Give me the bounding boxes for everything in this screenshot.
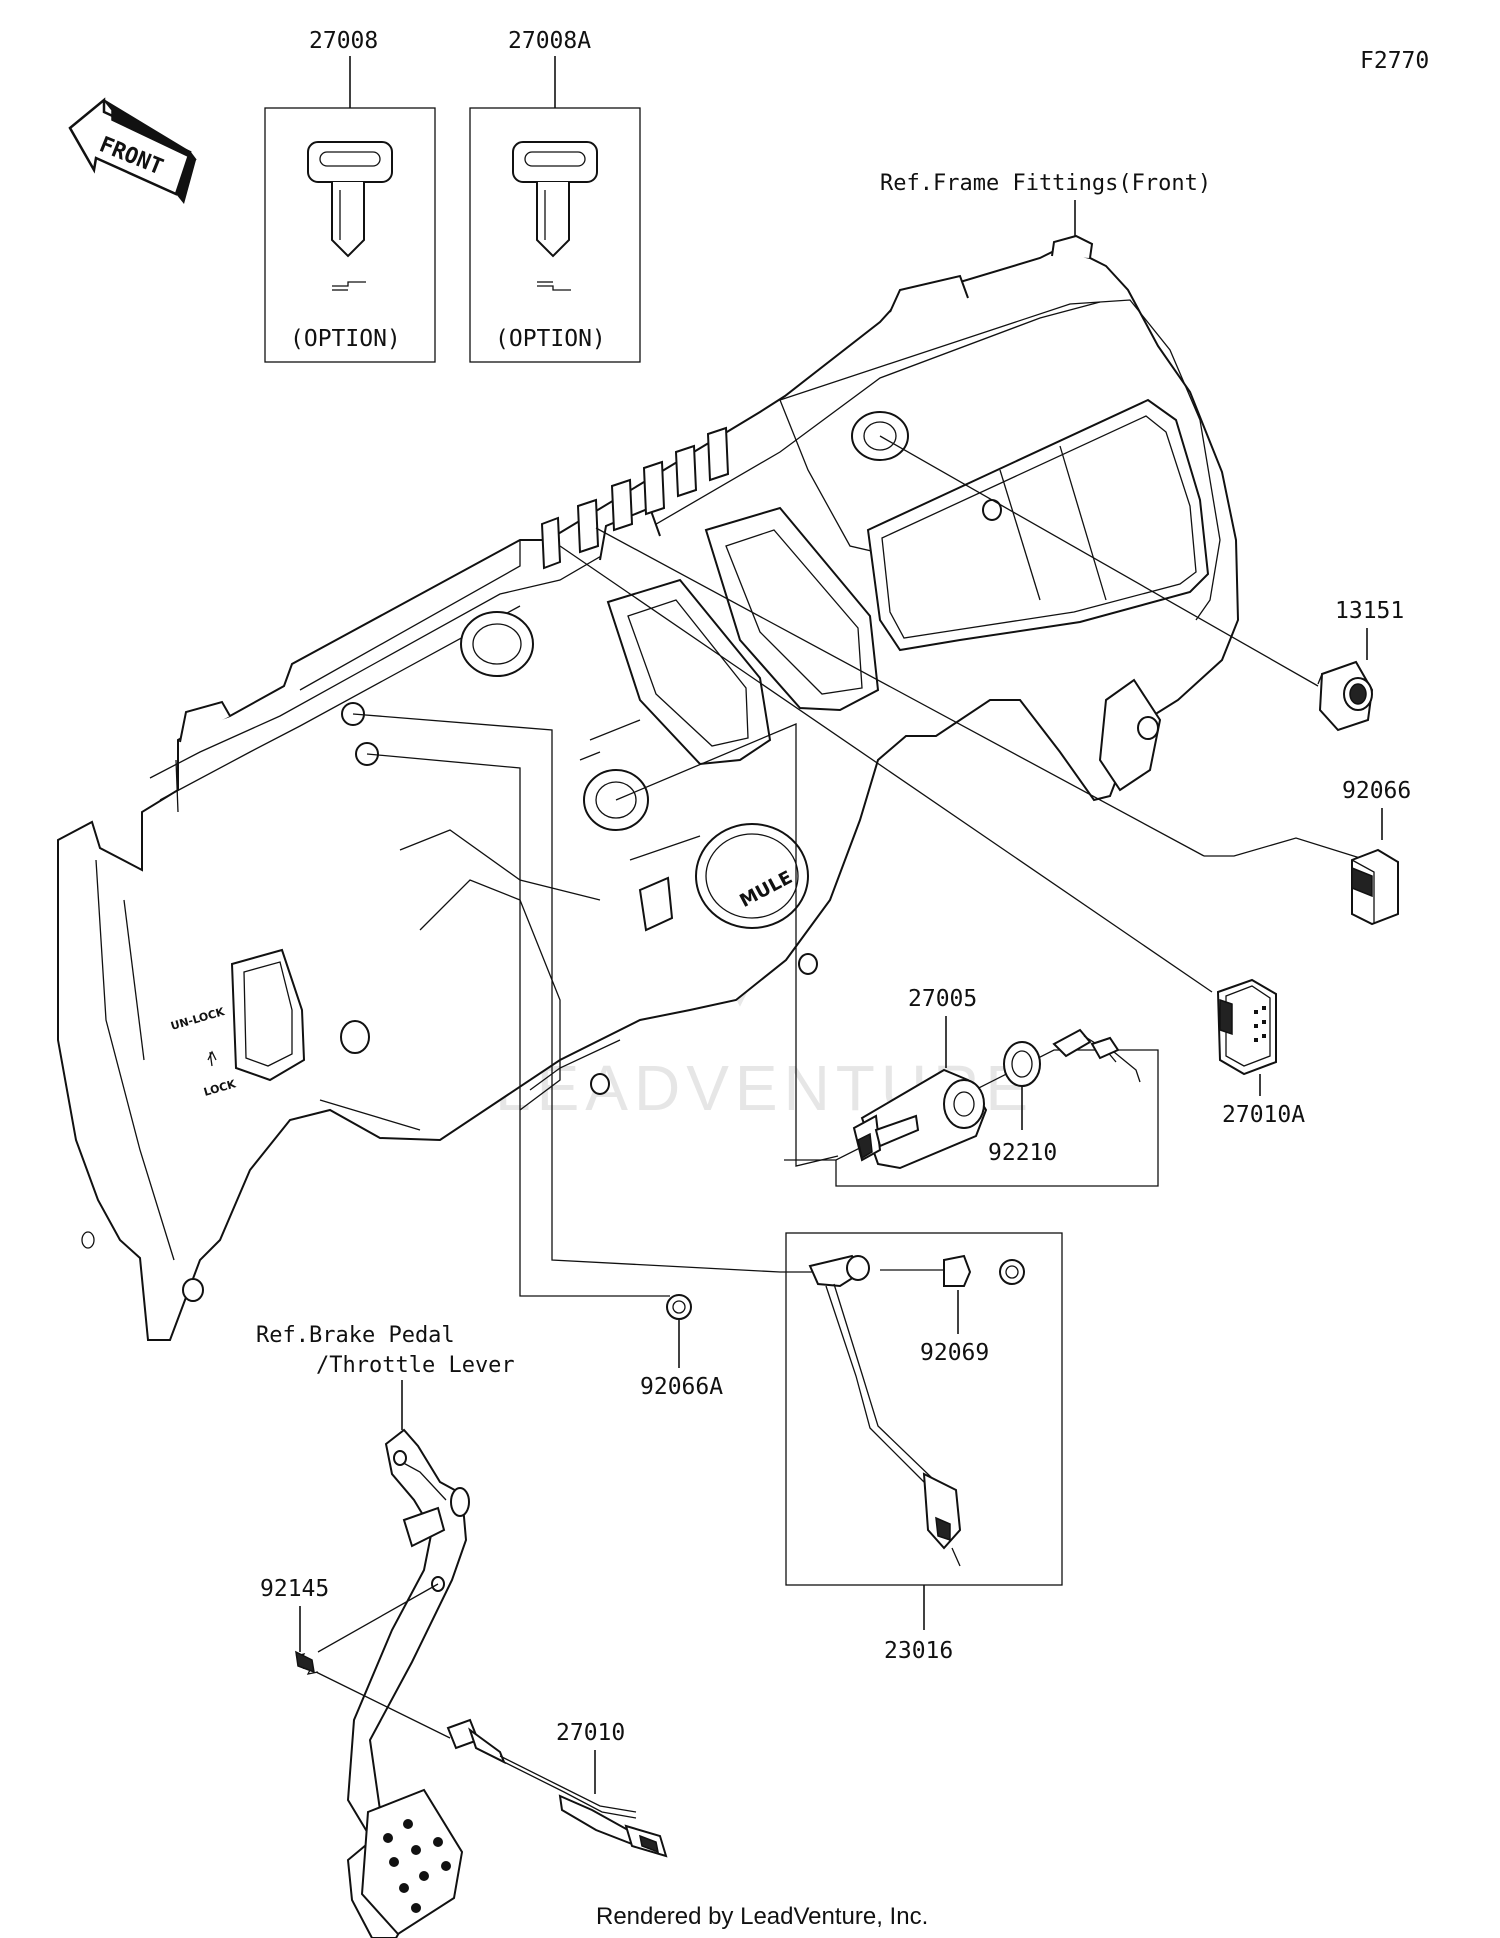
part-label-23016: 23016 <box>884 1638 953 1664</box>
leader-lines <box>352 435 1361 1297</box>
option-box-27008A: 27008A (OPTION) <box>469 28 641 363</box>
ref-frame-fittings: Ref.Frame Fittings(Front) <box>880 171 1211 196</box>
ref-brake-pedal: Ref.Brake Pedal <box>256 1323 455 1348</box>
grommet-92066A: 92066A <box>640 1294 723 1400</box>
option-note-27008: (OPTION) <box>290 326 401 352</box>
part-label-27008: 27008 <box>309 28 378 54</box>
brake-switch-27010: 27010 <box>446 1718 668 1858</box>
brake-pedal <box>346 1428 470 1938</box>
harness-23016: 92069 23016 <box>785 1232 1063 1664</box>
front-arrow-icon: FRONT <box>68 97 197 204</box>
part-label-92066A: 92066A <box>640 1374 723 1400</box>
part-label-13151: 13151 <box>1335 598 1404 624</box>
switch-slots <box>540 426 730 570</box>
spring-92145: 92145 <box>260 1576 451 1739</box>
ref-throttle-lever: /Throttle Lever <box>316 1353 515 1378</box>
dashboard-panel: MULE UN-LOCK LOCK <box>57 234 1240 1341</box>
part-label-92145: 92145 <box>260 1576 329 1602</box>
part-label-27005: 27005 <box>908 986 977 1012</box>
part-label-27010: 27010 <box>556 1720 625 1746</box>
switch-blank-92066: 92066 <box>1342 778 1411 926</box>
mule-emblem: MULE <box>695 823 809 929</box>
option-note-27008A: (OPTION) <box>495 326 606 352</box>
part-label-92210: 92210 <box>988 1140 1057 1166</box>
part-label-92069: 92069 <box>920 1340 989 1366</box>
socket-13151: 13151 <box>1317 598 1404 732</box>
rocker-switch-27010A: 27010A <box>1216 978 1305 1128</box>
footer-credit: Rendered by LeadVenture, Inc. <box>596 1903 928 1930</box>
ignition-switch-27005: 27005 92210 <box>784 986 1159 1187</box>
key-icon <box>512 141 598 291</box>
figure-code: F2770 <box>1360 48 1429 74</box>
part-label-27010A: 27010A <box>1222 1102 1305 1128</box>
ignition-keys-icon <box>1052 1028 1141 1083</box>
part-label-92066: 92066 <box>1342 778 1411 804</box>
part-label-27008A: 27008A <box>508 28 591 54</box>
option-box-27008: 27008 (OPTION) <box>264 28 436 363</box>
key-icon <box>307 141 393 291</box>
